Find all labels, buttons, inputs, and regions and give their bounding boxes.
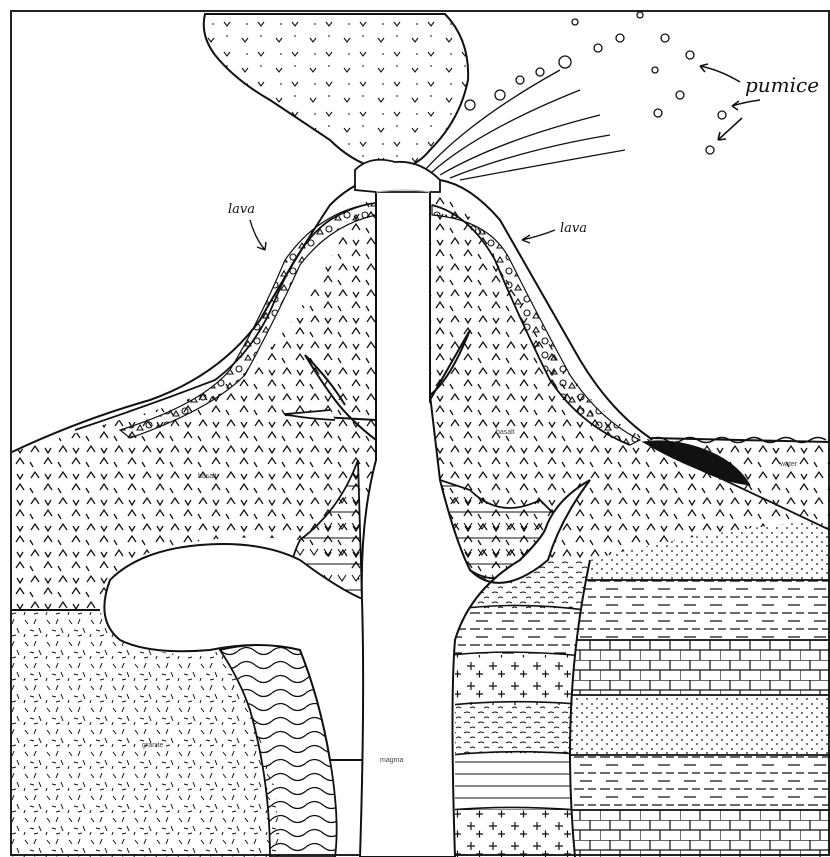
lava-arrow-left — [250, 220, 266, 250]
ash-cloud — [204, 14, 468, 170]
granite-label: granite — [142, 742, 164, 749]
pumice-spray — [425, 12, 726, 180]
lava-label-right: lava — [560, 221, 587, 236]
basalt-label-right: basalt — [496, 429, 515, 436]
vent-top — [355, 160, 440, 192]
sedimentary-layers — [560, 520, 830, 857]
lava-arrow-right — [522, 230, 555, 243]
water-label: water — [779, 461, 798, 468]
magma-label: magma — [380, 757, 403, 764]
pumice-label: pumice — [745, 73, 819, 97]
basalt-label-left: basalt — [198, 473, 217, 480]
lava-label-left: lava — [228, 202, 255, 217]
